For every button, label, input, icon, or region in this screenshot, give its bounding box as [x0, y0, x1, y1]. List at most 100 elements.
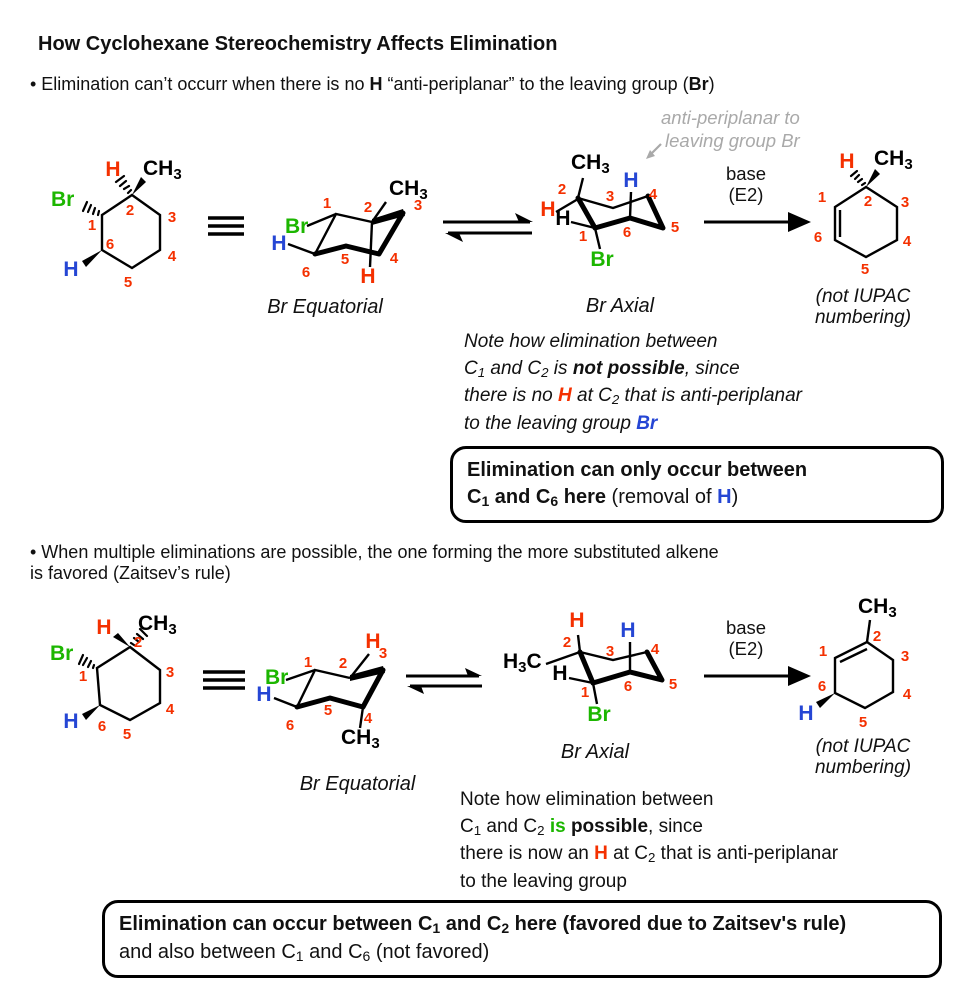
ring-bonds-back [579, 650, 648, 662]
ring-number-5: 5 [341, 251, 349, 268]
hash-wedge-ch3 [129, 627, 149, 647]
h3c-c: C [527, 650, 542, 673]
atom-label-h-red: H [569, 609, 584, 632]
note-2-line3: there is now an H at C2 that is anti-per… [460, 841, 838, 869]
note-2: Note how elimination between C1 and C2 i… [460, 787, 838, 895]
ch3-sub: 3 [173, 166, 181, 183]
equivalence-sign-2 [203, 670, 245, 690]
ring-bonds-front [294, 667, 386, 710]
not-possible: not possible [572, 357, 685, 379]
atom-label-br: Br [51, 188, 74, 211]
chair-br-axial-1: CH3 H H H Br 2 3 4 5 6 1 [540, 143, 679, 271]
ring-number-4: 4 [364, 710, 373, 727]
harpoon-left-head [407, 686, 424, 694]
bond-br-axial [593, 227, 602, 250]
ring-bonds [95, 645, 162, 722]
not-iupac-line2: numbering) [814, 757, 912, 778]
atom-label-ch3: CH3 [571, 151, 610, 177]
solid-wedge-h-c6 [82, 705, 100, 720]
arrow-head [788, 212, 811, 232]
sub1: 1 [295, 948, 304, 964]
ring-number-6: 6 [623, 224, 631, 241]
not-iupac-line2: numbering) [814, 307, 912, 328]
ring-number-1: 1 [323, 195, 331, 212]
chair-br-equatorial-1: CH3 Br H H 1 2 3 4 5 6 [271, 177, 427, 288]
ring-number-1: 1 [819, 643, 827, 660]
ring-number-5: 5 [859, 714, 867, 731]
atom-label-br: Br [265, 666, 288, 689]
hash-wedge-h-c2 [114, 174, 133, 195]
sub1: 1 [481, 493, 490, 509]
ring-bonds-back [577, 194, 649, 210]
bond-h-black [568, 676, 594, 685]
ch3-ch: CH [341, 726, 371, 749]
note-1-line1: Note how elimination between [464, 331, 718, 352]
harpoon-left-head [445, 233, 463, 242]
bond-h-red-axial [576, 634, 582, 653]
solid-wedge-h-c6 [82, 250, 102, 267]
e2-text-2: (E2) [728, 638, 764, 659]
ch3-sub: 3 [168, 621, 176, 638]
at-c: at C [607, 843, 648, 864]
sub6: 6 [362, 948, 371, 964]
ring-number-5: 5 [123, 726, 131, 743]
h-red: H [594, 843, 608, 864]
text: there is now an [460, 843, 595, 864]
ring-number-6: 6 [98, 718, 106, 735]
box-2-line1: Elimination can occur between C1 and C2 … [119, 911, 925, 939]
bond-h-blue [273, 696, 298, 709]
text2: that is anti-periplanar [655, 843, 839, 864]
c: C [460, 815, 474, 837]
text: Elimination can occur between C [119, 913, 433, 935]
ring-bonds [833, 185, 899, 259]
bond-br [285, 668, 316, 682]
ring-number-6: 6 [814, 229, 822, 246]
ring-number-4: 4 [903, 686, 912, 703]
ring-number-2: 2 [563, 634, 571, 651]
atom-label-h-blue: H [620, 619, 635, 642]
hash-wedge-br [77, 653, 96, 670]
box-1-line2: C1 and C6 here (removal of H) [467, 484, 927, 512]
hash-wedge-h [849, 169, 867, 187]
is: is [548, 357, 573, 379]
ring-number-2: 2 [558, 181, 566, 198]
possible: possible [570, 815, 649, 837]
base-text-1: base [725, 163, 767, 184]
equivalence-lines [203, 670, 245, 690]
atom-label-h-blue: H [798, 702, 813, 725]
bullet-1-text: • Elimination can’t occurr when there is… [30, 74, 370, 94]
ch3-sub: 3 [419, 186, 427, 203]
atom-label-ch3: CH3 [341, 726, 380, 752]
ring-number-3: 3 [379, 645, 387, 662]
ring-number-6: 6 [624, 678, 632, 695]
bond-h-red-axial [349, 653, 370, 679]
since: , since [648, 815, 703, 837]
sub1: 1 [473, 822, 482, 838]
atom-label-br: Br [587, 703, 610, 726]
hash-wedge-br [81, 200, 101, 217]
flat-structure-1: H CH3 Br H 1 2 3 4 5 6 [51, 157, 182, 291]
annotation-line-1: anti-periplanar to [661, 107, 800, 128]
text2: that is anti-periplanar [619, 385, 802, 406]
e2-text-1: (E2) [728, 184, 764, 205]
bullet-2-line2: is favored (Zaitsev’s rule) [30, 563, 231, 583]
solid-wedge-h-c2 [113, 633, 130, 647]
label-br-axial-1: Br Axial [585, 295, 655, 317]
not-iupac-line1: (not IUPAC [815, 286, 911, 307]
sub2: 2 [537, 822, 545, 838]
product-cyclohexene-2: CH3 H 1 2 3 4 5 6 [798, 595, 912, 731]
bond-ch3 [865, 619, 872, 643]
atom-label-ch3: CH3 [143, 157, 182, 183]
bond-h-axial [368, 221, 374, 268]
br-blue: Br [636, 412, 658, 434]
ring-number-3: 3 [414, 197, 422, 214]
bond-br [306, 212, 337, 228]
atom-label-h-red: H [365, 630, 380, 653]
bond-h3c [545, 650, 581, 666]
atom-label-h-blue: H [623, 169, 638, 192]
ring-number-4: 4 [903, 233, 912, 250]
label-br-equatorial-2: Br Equatorial [299, 773, 416, 795]
ring-number-1: 1 [581, 684, 589, 701]
sub1: 1 [477, 364, 486, 380]
